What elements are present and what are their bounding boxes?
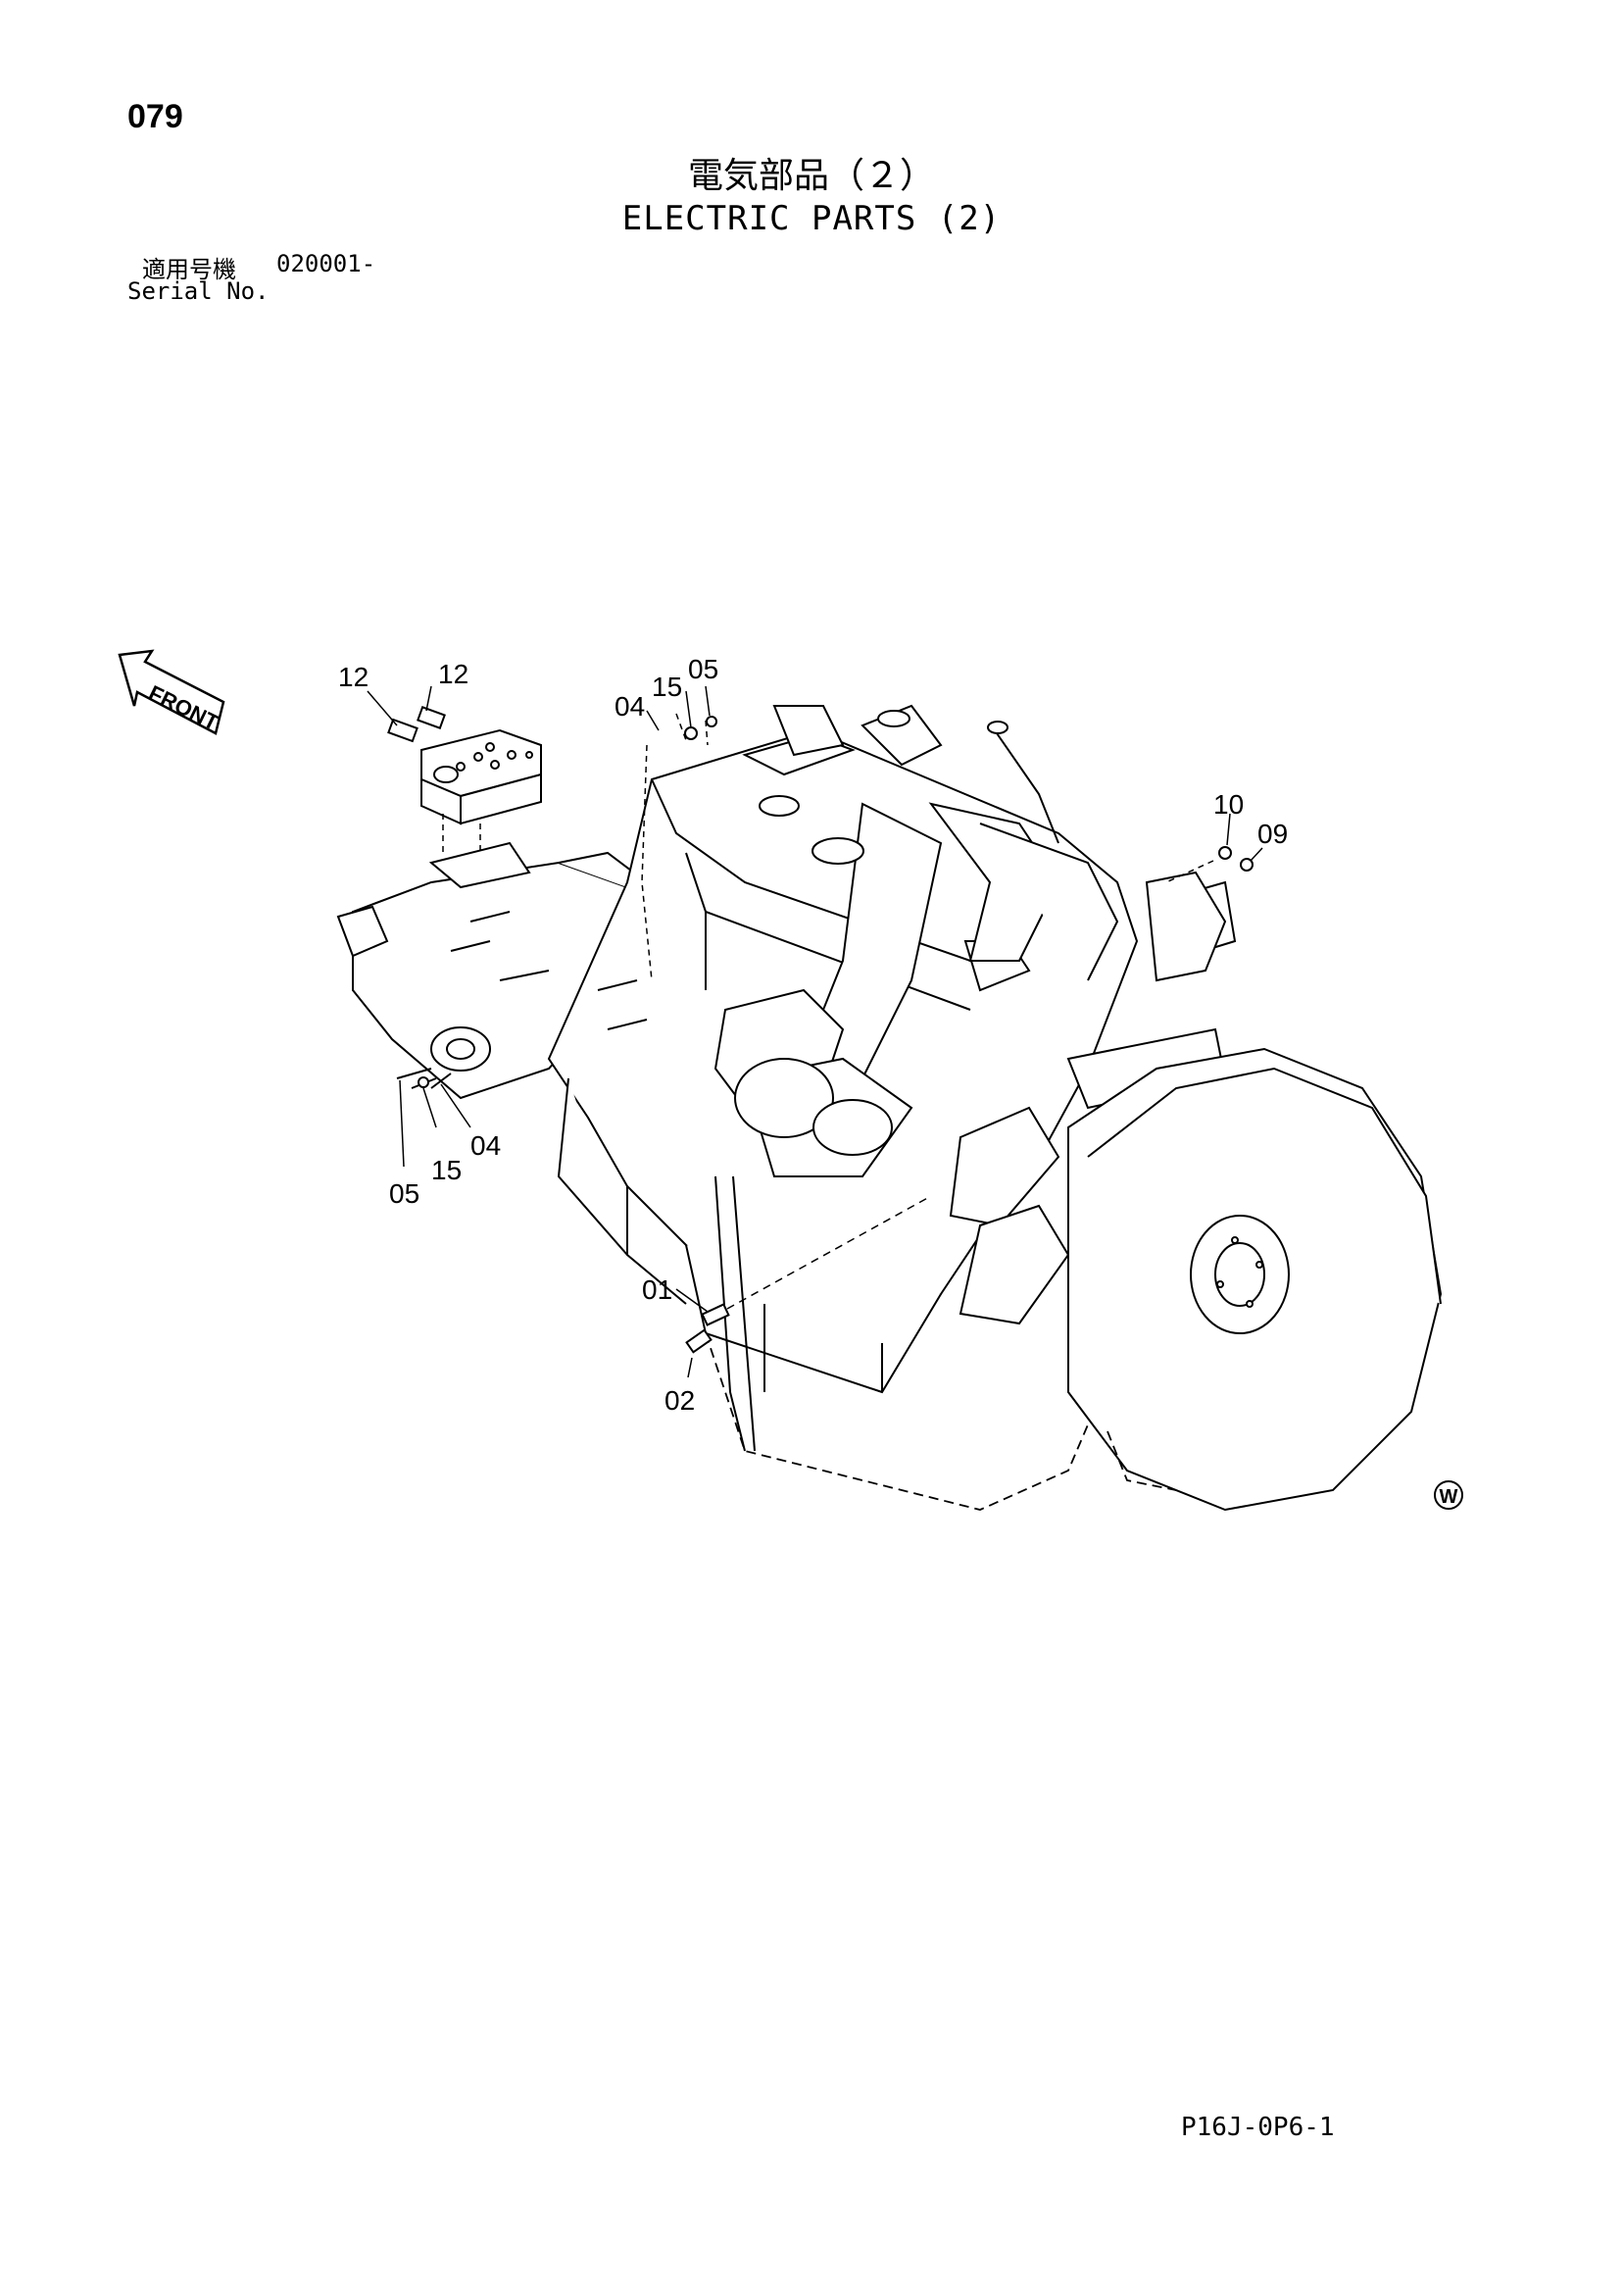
w-mark-label: W (1440, 1486, 1458, 1508)
page-title-japanese: 電気部品（２） (687, 156, 935, 196)
flywheel-housing (1067, 1047, 1443, 1512)
engine-block (547, 704, 1237, 1394)
document-code: P16J-0P6-1 (1181, 2113, 1335, 2142)
callout-04-lower: 04 (470, 1130, 501, 1161)
leader-line (367, 685, 432, 726)
page-number: 079 (127, 98, 183, 135)
callout-05-upper: 05 (688, 654, 718, 684)
page-title-english: ELECTRIC PARTS (2) (621, 199, 1002, 238)
oil-pan-outline (705, 1332, 1099, 1511)
dashed-guide (442, 814, 481, 873)
callout-01: 01 (642, 1274, 672, 1305)
callout-12-left: 12 (338, 662, 369, 692)
circled-w-mark: W (1434, 1480, 1463, 1510)
serial-number-value: 020001- (276, 250, 376, 277)
engine-sensor (685, 1303, 730, 1354)
callout-10: 10 (1213, 789, 1244, 820)
front-arrow-icon: FRONT (118, 649, 225, 735)
serial-label-japanese: 適用号機 (142, 256, 236, 283)
callout-15-upper: 15 (652, 672, 682, 702)
callout-09: 09 (1257, 819, 1288, 849)
serial-label-english: Serial No. (127, 277, 270, 305)
valve-block (387, 706, 542, 825)
callout-05-lower: 05 (389, 1178, 419, 1209)
callout-04-upper: 04 (615, 691, 645, 722)
callout-15-lower: 15 (431, 1155, 462, 1185)
callout-02: 02 (664, 1385, 695, 1416)
callout-12-right: 12 (438, 659, 468, 689)
